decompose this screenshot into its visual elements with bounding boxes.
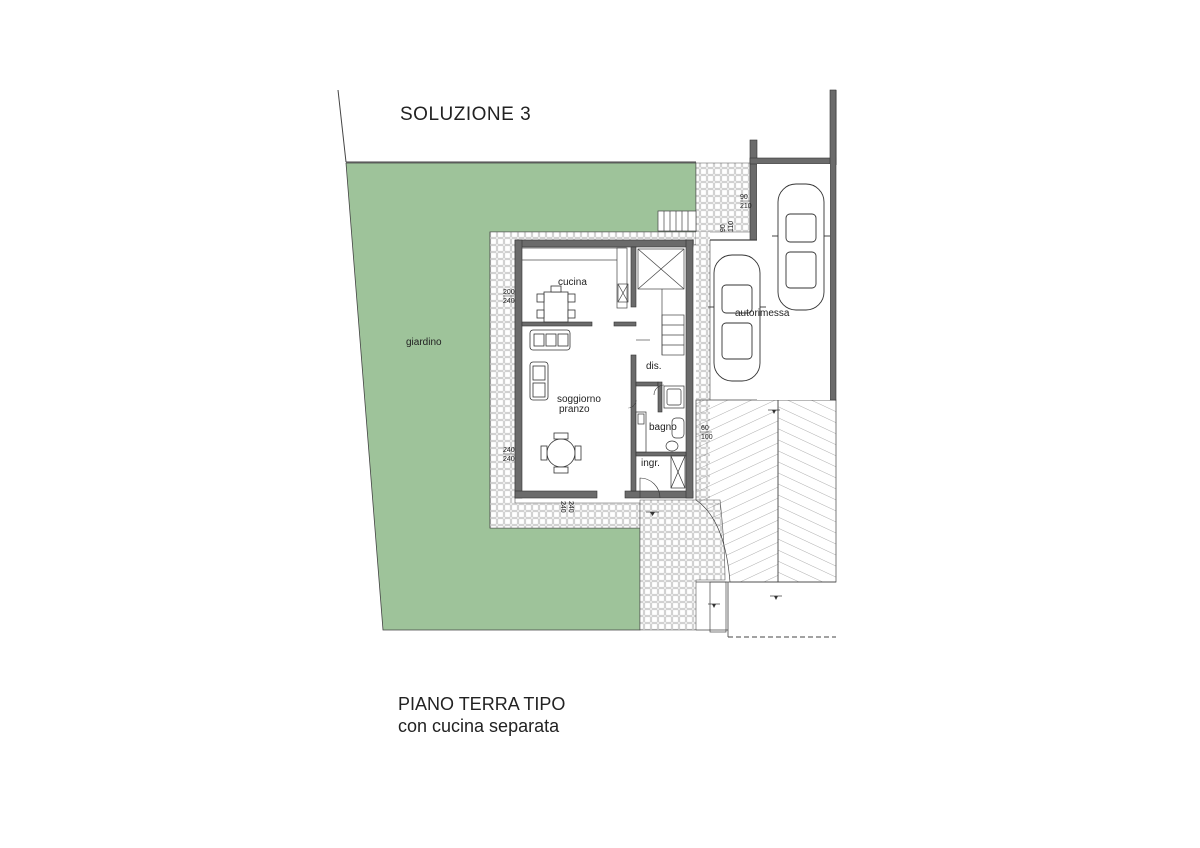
front-window-height: 240 — [567, 501, 574, 513]
living-window-height: 240 — [503, 456, 515, 463]
doors — [627, 339, 665, 499]
living-window-width: 240 — [503, 447, 515, 454]
kitchen-window-height: 240 — [503, 298, 515, 305]
level-markers — [646, 409, 782, 608]
stair-door-height: 110 — [728, 221, 735, 232]
bath-window-height: 100 — [701, 434, 713, 441]
front-window-width: 240 — [559, 501, 566, 513]
entrance-cabinet — [670, 455, 686, 489]
driveway — [695, 399, 837, 637]
garage-door-width: 90 — [740, 194, 748, 201]
sofa — [529, 329, 571, 401]
garage-door-height: 210 — [740, 203, 752, 210]
staircase — [637, 248, 685, 356]
living-label: soggiorno — [557, 394, 601, 405]
bath-window-width: 60 — [701, 425, 709, 432]
kitchen-counter — [521, 247, 629, 309]
kitchen-table — [536, 285, 576, 323]
hall-label: dis. — [646, 361, 662, 372]
dining-label: pranzo — [559, 404, 590, 415]
car-icon — [708, 254, 766, 382]
stair-door-width: 90 — [720, 224, 727, 232]
outdoor-steps — [657, 210, 697, 232]
house-walls — [514, 239, 694, 499]
garage-label: autorimessa — [735, 308, 790, 319]
bathroom-label: bagno — [649, 422, 677, 433]
kitchen-window-width: 200 — [503, 289, 515, 296]
car-icon — [772, 183, 830, 311]
garden-label: giardino — [406, 337, 442, 348]
dining-table — [540, 432, 582, 474]
kitchen-label: cucina — [558, 277, 587, 288]
plan-caption-line2: con cucina separata — [398, 716, 560, 736]
bathroom-fixtures — [635, 385, 685, 453]
entrance-label: ingr. — [641, 458, 660, 469]
plan-caption-line1: PIANO TERRA TIPO — [398, 694, 566, 714]
plan-title: SOLUZIONE 3 — [400, 104, 532, 125]
